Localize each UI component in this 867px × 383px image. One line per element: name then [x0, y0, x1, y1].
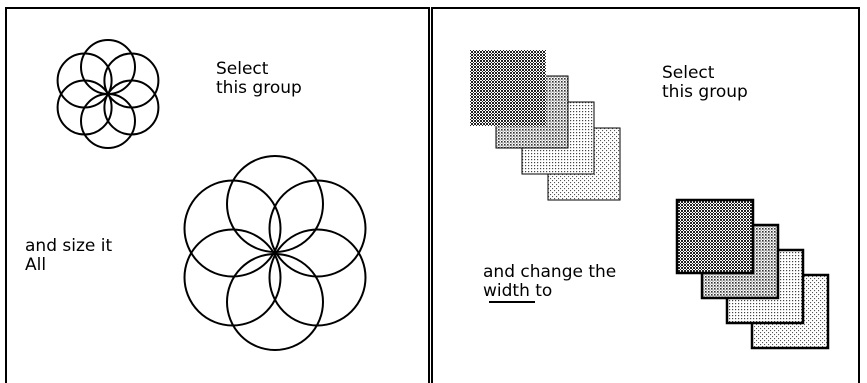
caption-line: this group — [216, 79, 302, 98]
rosette-petal — [227, 254, 323, 350]
caption-line: Select — [662, 64, 748, 83]
caption-line: this group — [662, 83, 748, 102]
caption-line: and change the — [483, 263, 616, 282]
stacked-square — [470, 50, 546, 126]
caption-line-with-rule: width to — [483, 282, 616, 303]
left-size-caption: and size it All — [25, 237, 112, 275]
left-select-caption: Select this group — [216, 60, 302, 98]
large-rosette — [185, 156, 366, 350]
thin-outline-square-stack — [470, 50, 620, 200]
thick-outline-square-stack — [677, 200, 828, 348]
caption-line: and size it — [25, 237, 112, 256]
line-width-sample — [489, 301, 535, 303]
stacked-square — [677, 200, 753, 273]
small-rosette — [58, 40, 159, 148]
rosette-petal — [227, 156, 323, 252]
caption-line: All — [25, 256, 112, 275]
caption-line: width to — [483, 281, 552, 301]
right-change-caption: and change the width to — [483, 263, 616, 303]
caption-line: Select — [216, 60, 302, 79]
right-select-caption: Select this group — [662, 64, 748, 102]
